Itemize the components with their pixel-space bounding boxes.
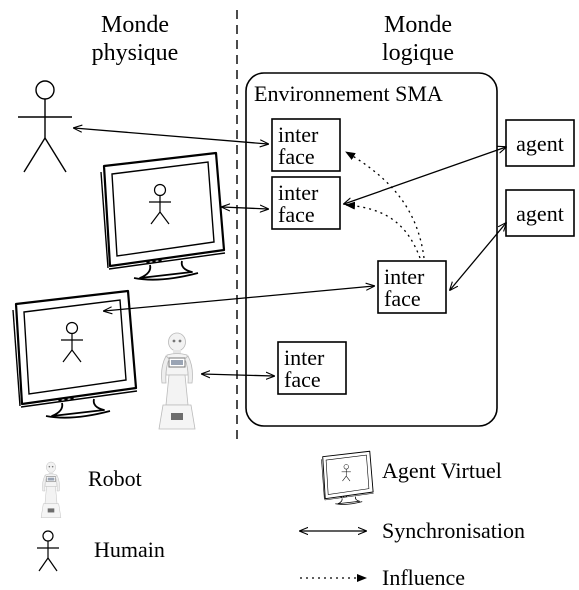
svg-text:inter: inter — [278, 122, 319, 147]
sync-arrow-monitor-interface — [222, 207, 268, 209]
interface-box-1: inter face — [271, 118, 341, 172]
sync-arrow-robot-interface — [202, 374, 274, 376]
legend-human-label: Humain — [94, 537, 165, 562]
legend-influence-label: Influence — [382, 565, 465, 590]
svg-text:face: face — [278, 202, 315, 227]
interface-box-3: inter face — [377, 260, 447, 314]
legend-robot-icon — [40, 461, 62, 518]
svg-text:face: face — [278, 144, 315, 169]
sync-arrow-interface-agent — [344, 147, 506, 204]
legend-synchronisation-label: Synchronisation — [382, 518, 525, 543]
human-figure-icon — [18, 80, 72, 173]
svg-text:inter: inter — [278, 180, 319, 205]
legend-robot-label: Robot — [88, 466, 142, 491]
interface-box-4: inter face — [277, 341, 347, 395]
svg-text:agent: agent — [516, 131, 564, 156]
sync-arrow-interface-agent2 — [450, 223, 506, 290]
legend-human-icon — [37, 530, 59, 572]
sync-arrow-monitor2-interface — [104, 286, 374, 311]
physical-world-heading-line1: Monde — [101, 12, 169, 38]
agent-box-1: agent — [505, 119, 575, 167]
physical-world-heading-line2: physique — [92, 40, 179, 66]
svg-text:inter: inter — [384, 264, 425, 289]
logical-world-heading-line2: logique — [382, 40, 454, 66]
logical-world-heading-line1: Monde — [384, 12, 452, 38]
legend-virtual-agent-label: Agent Virtuel — [382, 458, 502, 483]
interface-box-2: inter face — [271, 176, 341, 230]
virtual-agent-monitor-icon — [99, 151, 227, 281]
svg-text:agent: agent — [516, 201, 564, 226]
sync-arrow-human-interface — [74, 128, 268, 144]
agent-box-2: agent — [505, 189, 575, 237]
mas-environment-label: Environnement SMA — [254, 81, 443, 106]
legend-virtual-agent-icon — [320, 450, 375, 505]
svg-text:inter: inter — [284, 345, 325, 370]
robot-icon — [158, 332, 196, 430]
svg-text:face: face — [284, 367, 321, 392]
svg-text:face: face — [384, 286, 421, 311]
influence-arrow-2 — [345, 201, 421, 259]
